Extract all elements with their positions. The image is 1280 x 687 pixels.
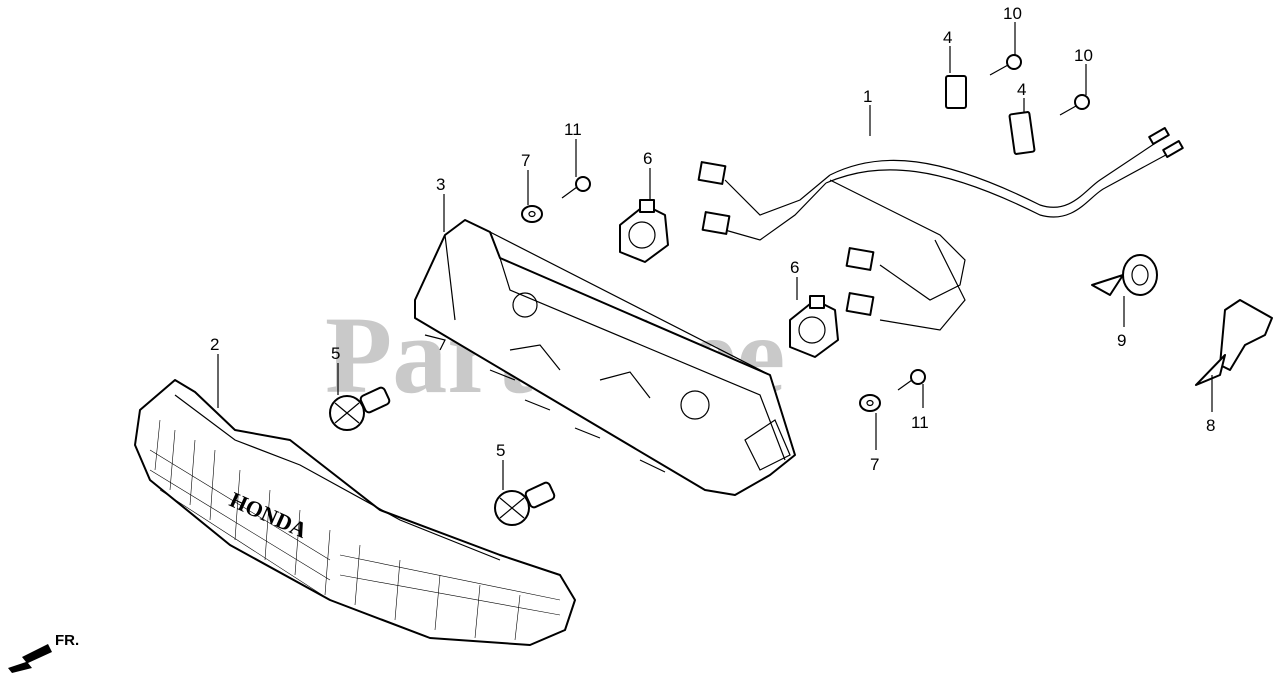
- part-wire-harness: [697, 127, 1184, 331]
- callout-11b: 11: [911, 413, 929, 432]
- callout-5a: 5: [331, 344, 340, 363]
- callout-6a: 6: [643, 149, 652, 168]
- callout-5b: 5: [496, 441, 505, 460]
- callout-6b: 6: [790, 258, 799, 277]
- part-clip-4b: [1008, 111, 1036, 155]
- part-bulb-5b: [494, 481, 556, 526]
- part-clip-4a: [945, 75, 967, 109]
- part-clamp-8: [1195, 299, 1273, 386]
- callout-8: 8: [1206, 416, 1215, 435]
- part-washer-7b: [859, 394, 881, 412]
- part-clamp-9: [1091, 254, 1158, 296]
- front-direction-indicator: FR.: [8, 632, 79, 673]
- callout-4b: 4: [1017, 80, 1026, 99]
- part-bulb-5a: [329, 386, 391, 431]
- callout-3: 3: [436, 175, 445, 194]
- callout-11a: 11: [564, 120, 582, 139]
- part-lens: HONDA: [134, 379, 576, 646]
- callout-1: 1: [863, 87, 872, 106]
- arrow-icon: [8, 644, 52, 673]
- callout-4a: 4: [943, 28, 952, 47]
- callout-10b: 10: [1074, 46, 1093, 65]
- part-screw-11b: [897, 369, 926, 391]
- leader-lines: [217, 22, 1213, 490]
- callout-7a: 7: [521, 151, 530, 170]
- part-screw-10a: [989, 54, 1022, 76]
- direction-label: FR.: [55, 632, 79, 649]
- part-socket-6a: [619, 199, 669, 263]
- callout-2: 2: [210, 335, 219, 354]
- callout-10a: 10: [1003, 4, 1022, 23]
- part-washer-7a: [521, 205, 543, 223]
- callout-7b: 7: [870, 455, 879, 474]
- part-screw-10b: [1059, 94, 1090, 116]
- part-housing: [414, 219, 796, 496]
- part-screw-11a: [561, 176, 591, 199]
- part-socket-6b: [789, 295, 839, 358]
- callout-9: 9: [1117, 331, 1126, 350]
